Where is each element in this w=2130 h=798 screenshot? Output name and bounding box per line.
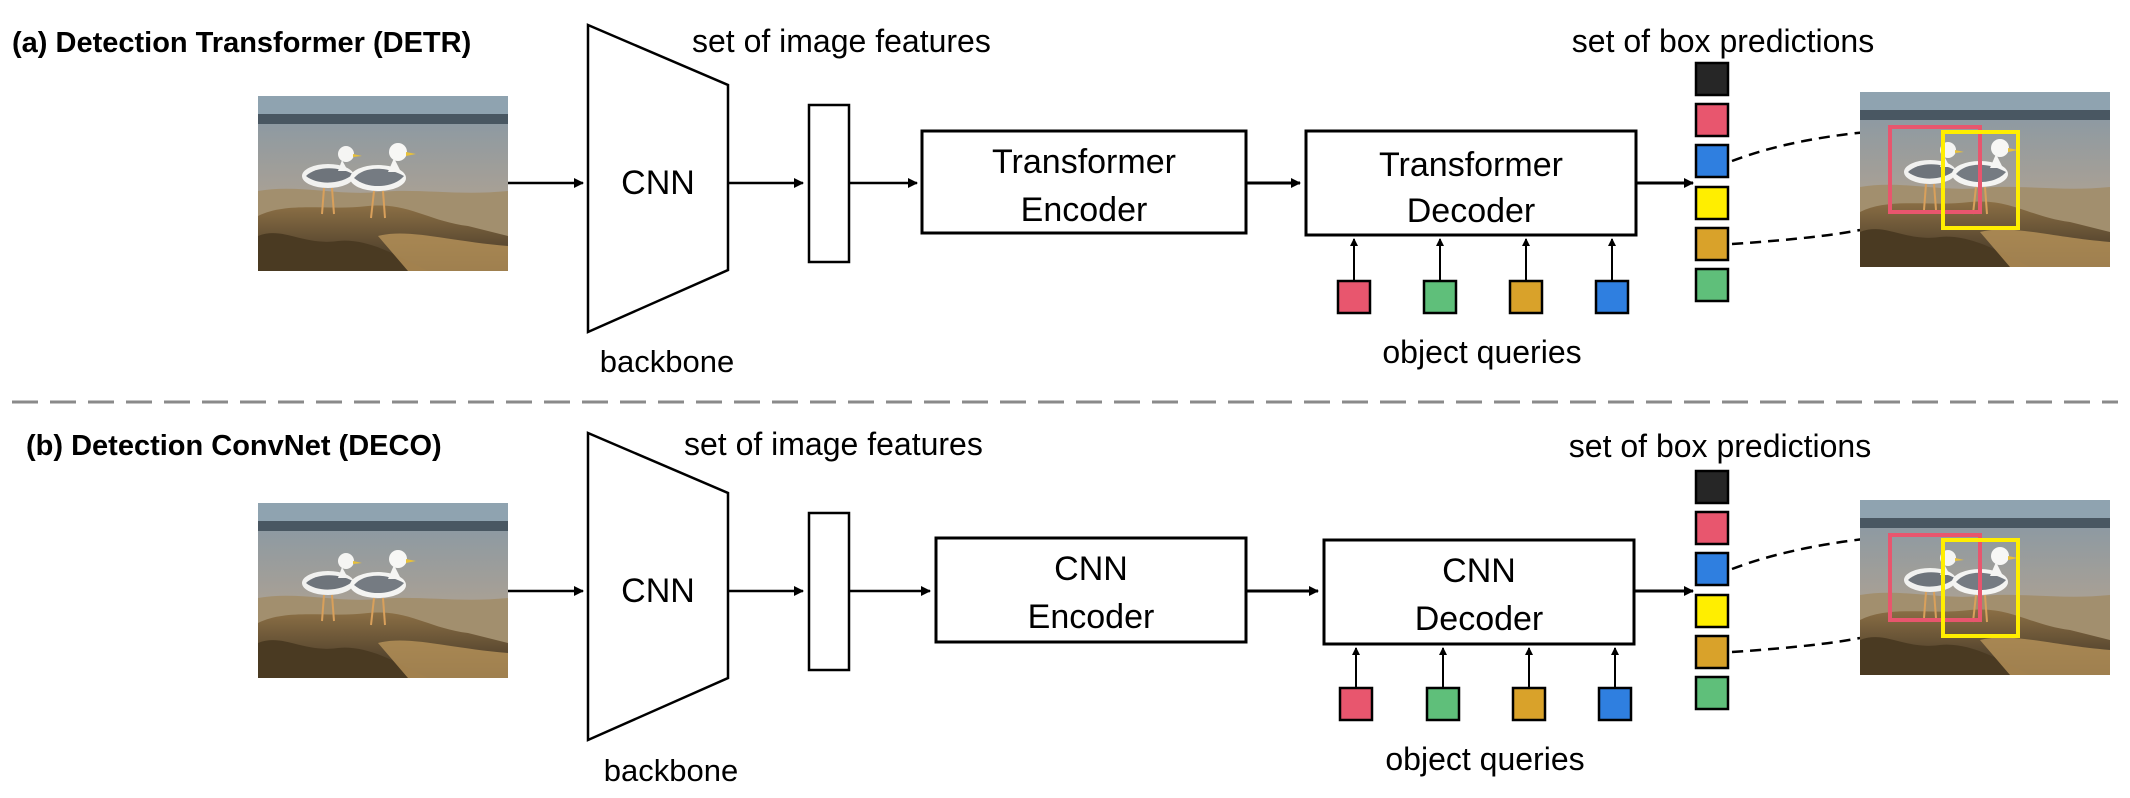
prediction-token: [1694, 510, 1730, 546]
decoder-line1-a: Transformer: [1379, 146, 1563, 184]
backbone-label-a: backbone: [600, 344, 734, 379]
query-token: [1511, 686, 1547, 722]
encoder-block-a: [920, 129, 1248, 235]
predictions-label-a: set of box predictions: [1572, 23, 1874, 59]
dashed-link-b-bottom: [1731, 636, 1861, 654]
decoder-block-b: [1322, 538, 1636, 646]
query-token: [1508, 279, 1544, 315]
box-predictions-b: [1694, 469, 1730, 711]
box-predictions-a: [1694, 61, 1730, 303]
cnn-backbone-b: [586, 431, 730, 742]
panel-b-title: (b) Detection ConvNet (DECO): [26, 430, 442, 462]
input-image-a: [257, 95, 509, 272]
prediction-token: [1694, 102, 1730, 138]
encoder-line2-b: Encoder: [1028, 598, 1155, 636]
features-label-b: set of image features: [684, 426, 983, 462]
queries-label-b: object queries: [1385, 741, 1584, 777]
output-image-a: [1860, 92, 2110, 267]
decoder-block-a: [1304, 129, 1638, 237]
panel-b: (b) Detection ConvNet (DECO) CNN backbon…: [26, 426, 2110, 788]
decoder-line2-b: Decoder: [1415, 600, 1544, 638]
queries-label-a: object queries: [1382, 334, 1581, 370]
encoder-line1-a: Transformer: [992, 143, 1176, 181]
prediction-token: [1694, 61, 1730, 97]
cnn-backbone-b-label: CNN: [621, 572, 695, 610]
decoder-line2-a: Decoder: [1407, 192, 1536, 230]
query-token: [1425, 686, 1461, 722]
query-token: [1594, 279, 1630, 315]
query-token: [1597, 686, 1633, 722]
encoder-block-b: [934, 536, 1248, 644]
cnn-backbone-a: [586, 23, 730, 334]
object-queries-b: [1338, 647, 1633, 722]
query-token: [1336, 279, 1372, 315]
prediction-token: [1694, 185, 1730, 221]
encoder-line2-a: Encoder: [1021, 191, 1148, 229]
prediction-token: [1694, 469, 1730, 505]
output-image-b: [1860, 500, 2110, 675]
cnn-backbone-a-label: CNN: [621, 164, 695, 202]
prediction-token: [1694, 267, 1730, 303]
feature-map-b: [807, 511, 851, 672]
backbone-label-b: backbone: [604, 753, 738, 788]
panel-a: (a) Detection Transformer (DETR) CNN bac…: [12, 23, 2110, 379]
prediction-token: [1694, 551, 1730, 587]
prediction-token: [1694, 226, 1730, 262]
feature-map-a: [807, 103, 851, 264]
prediction-token: [1694, 143, 1730, 179]
object-queries-a: [1336, 238, 1630, 315]
features-label-a: set of image features: [692, 23, 991, 59]
decoder-line1-b: CNN: [1442, 552, 1516, 590]
query-token: [1338, 686, 1374, 722]
dashed-link-a-bottom: [1731, 228, 1861, 246]
prediction-token: [1694, 593, 1730, 629]
input-image-b: [257, 502, 509, 679]
prediction-token: [1694, 675, 1730, 711]
query-token: [1422, 279, 1458, 315]
panel-a-title: (a) Detection Transformer (DETR): [12, 27, 471, 59]
encoder-line1-b: CNN: [1054, 550, 1128, 588]
predictions-label-b: set of box predictions: [1569, 428, 1871, 464]
prediction-token: [1694, 634, 1730, 670]
